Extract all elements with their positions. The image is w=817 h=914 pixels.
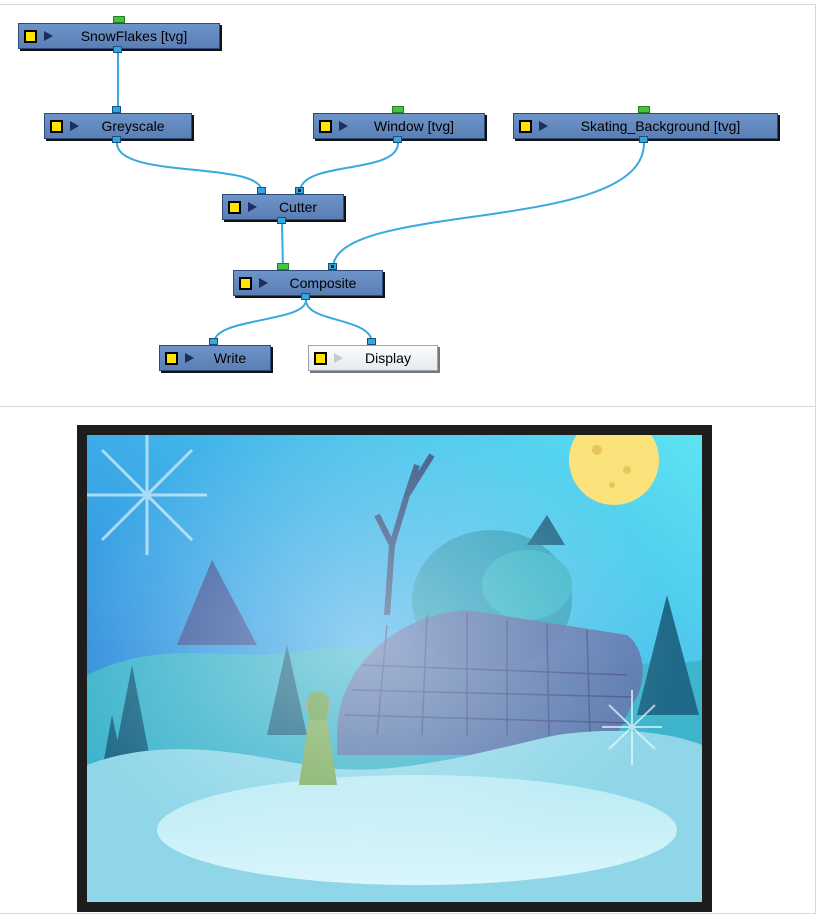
connection-window-cutter xyxy=(299,142,399,193)
node-label: Skating_Background [tvg] xyxy=(580,118,741,134)
composite-in-port-2[interactable] xyxy=(328,263,337,270)
enable-toggle-icon[interactable] xyxy=(239,276,252,290)
window-out-port[interactable] xyxy=(393,136,402,143)
node-label: Composite xyxy=(289,275,357,291)
node-display[interactable]: Display xyxy=(308,345,438,371)
expand-arrow-icon[interactable] xyxy=(248,202,257,212)
node-label: Cutter xyxy=(278,199,318,215)
expand-arrow-icon[interactable] xyxy=(259,278,268,288)
enable-toggle-icon[interactable] xyxy=(50,119,63,133)
greyscale-out-port[interactable] xyxy=(112,136,121,143)
connection-greyscale-cutter xyxy=(116,142,263,193)
expand-arrow-icon[interactable] xyxy=(539,121,548,131)
enable-toggle-icon[interactable] xyxy=(165,351,178,365)
node-view-panel: SnowFlakes [tvg] Greyscale Window [tvg] … xyxy=(0,4,816,407)
enable-toggle-icon[interactable] xyxy=(519,119,532,133)
expand-arrow-icon[interactable] xyxy=(334,353,343,363)
enable-toggle-icon[interactable] xyxy=(314,351,327,365)
write-in-port[interactable] xyxy=(209,338,218,345)
enable-toggle-icon[interactable] xyxy=(24,29,37,43)
node-cutter[interactable]: Cutter xyxy=(222,194,344,220)
node-label: SnowFlakes [tvg] xyxy=(80,28,188,44)
greyscale-in-port[interactable] xyxy=(112,106,121,113)
winter-scene-image xyxy=(87,435,702,902)
expand-arrow-icon[interactable] xyxy=(185,353,194,363)
node-connections xyxy=(116,50,645,344)
background-out-port[interactable] xyxy=(639,136,648,143)
background-out-port-top[interactable] xyxy=(638,106,650,113)
preview-frame xyxy=(77,425,712,912)
connection-background-composite xyxy=(332,142,645,269)
enable-toggle-icon[interactable] xyxy=(228,200,241,214)
composite-out-port[interactable] xyxy=(301,293,310,300)
display-in-port[interactable] xyxy=(367,338,376,345)
cutter-in-port[interactable] xyxy=(257,187,266,194)
node-composite[interactable]: Composite xyxy=(233,270,383,296)
snowflakes-out-port[interactable] xyxy=(113,46,122,53)
expand-arrow-icon[interactable] xyxy=(70,121,79,131)
node-label: Greyscale xyxy=(101,118,165,134)
node-snowflakes[interactable]: SnowFlakes [tvg] xyxy=(18,23,220,49)
cutter-matte-port[interactable] xyxy=(295,187,304,194)
snowflakes-out-port-top[interactable] xyxy=(113,16,125,23)
expand-arrow-icon[interactable] xyxy=(44,31,53,41)
node-label: Write xyxy=(213,350,247,366)
enable-toggle-icon[interactable] xyxy=(319,119,332,133)
connection-cutter-composite xyxy=(281,223,284,269)
node-label: Window [tvg] xyxy=(373,118,455,134)
composite-in-port[interactable] xyxy=(277,263,289,270)
node-write[interactable]: Write xyxy=(159,345,271,371)
connection-composite-write xyxy=(213,299,307,344)
cutter-out-port[interactable] xyxy=(277,217,286,224)
connection-composite-display xyxy=(305,299,373,344)
window-out-port-top[interactable] xyxy=(392,106,404,113)
render-preview-panel xyxy=(0,406,816,914)
expand-arrow-icon[interactable] xyxy=(339,121,348,131)
node-label: Display xyxy=(365,350,411,366)
